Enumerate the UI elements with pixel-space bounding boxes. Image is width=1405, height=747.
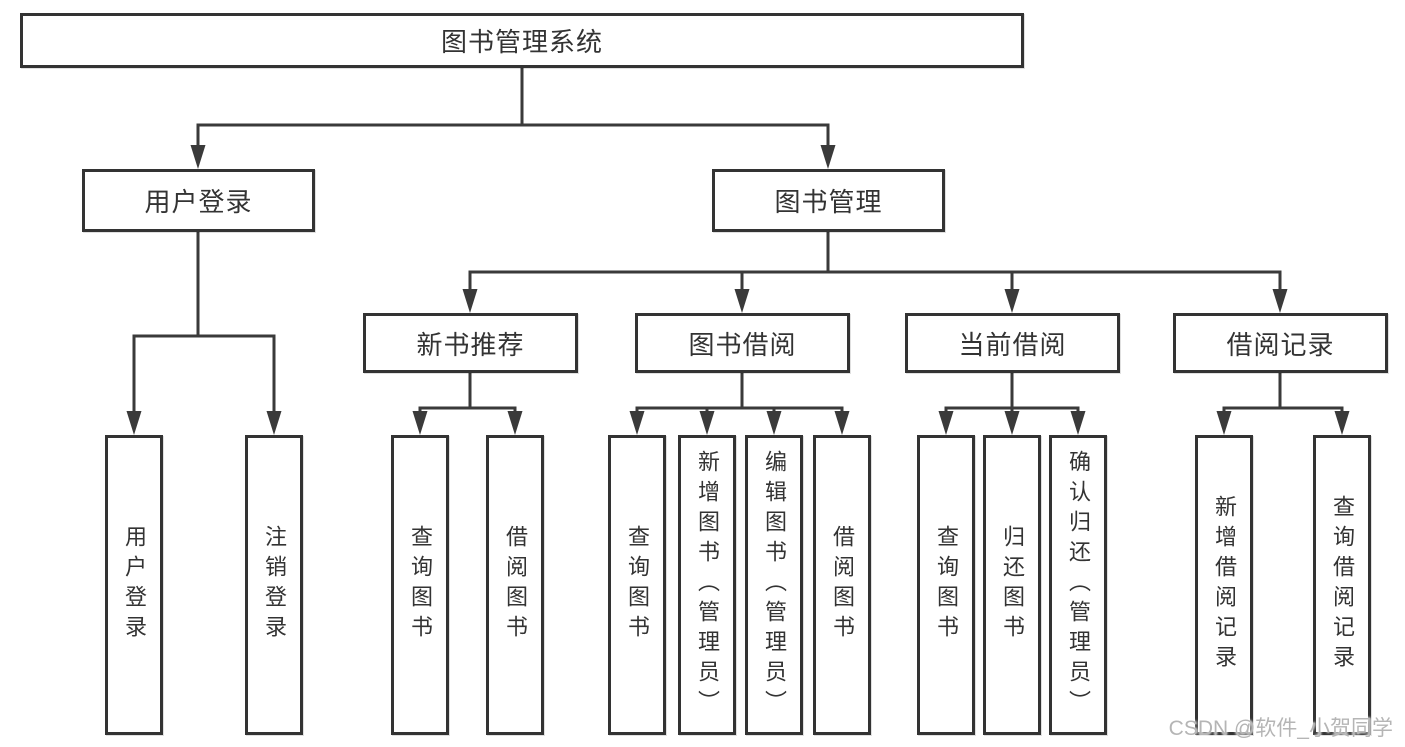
leaf-logout: 注销登录 <box>245 435 303 735</box>
node-current-borrow: 当前借阅 <box>905 313 1120 373</box>
leaf-current-query-books-label: 查询图书 <box>934 525 959 645</box>
leaf-newbook-query-books: 查询图书 <box>391 435 449 735</box>
leaf-newbook-borrow-books-label: 借阅图书 <box>503 525 528 645</box>
leaf-current-confirm-return-admin-label: 确认归还（管理员） <box>1066 450 1091 720</box>
leaf-borrow-borrow-books: 借阅图书 <box>813 435 871 735</box>
node-borrow-records: 借阅记录 <box>1173 313 1388 373</box>
leaf-newbook-borrow-books: 借阅图书 <box>486 435 544 735</box>
arrowheads <box>126 145 1350 435</box>
leaf-borrow-edit-books-admin-label: 编辑图书（管理员） <box>762 450 787 720</box>
leaf-records-add-record-label: 新增借阅记录 <box>1212 495 1237 675</box>
leaf-logout-label: 注销登录 <box>262 525 287 645</box>
node-borrow-records-label: 借阅记录 <box>1226 329 1335 360</box>
leaf-borrow-add-books-admin-label: 新增图书（管理员） <box>695 450 720 720</box>
leaf-borrow-query-books-label: 查询图书 <box>625 525 650 645</box>
node-root-label: 图书管理系统 <box>440 27 603 57</box>
leaf-current-confirm-return-admin: 确认归还（管理员） <box>1049 435 1107 735</box>
node-user-login-label: 用户登录 <box>144 187 253 217</box>
leaf-records-query-record-label: 查询借阅记录 <box>1330 495 1355 675</box>
leaf-user-login-label: 用户登录 <box>122 525 147 645</box>
leaf-current-return-books: 归还图书 <box>983 435 1041 735</box>
node-book-management-label: 图书管理 <box>774 187 883 217</box>
leaf-borrow-add-books-admin: 新增图书（管理员） <box>678 435 736 735</box>
node-book-management: 图书管理 <box>712 169 945 232</box>
node-new-book-recommend: 新书推荐 <box>363 313 578 373</box>
leaf-records-query-record: 查询借阅记录 <box>1313 435 1371 735</box>
leaf-newbook-query-books-label: 查询图书 <box>408 525 433 645</box>
csdn-watermark: CSDN @软件_小贺同学 <box>1168 717 1393 740</box>
node-new-book-recommend-label: 新书推荐 <box>416 329 525 360</box>
leaf-borrow-borrow-books-label: 借阅图书 <box>830 525 855 645</box>
node-book-borrow: 图书借阅 <box>635 313 850 373</box>
node-user-login: 用户登录 <box>82 169 315 232</box>
node-root: 图书管理系统 <box>20 13 1024 68</box>
leaf-borrow-query-books: 查询图书 <box>608 435 666 735</box>
leaf-user-login: 用户登录 <box>105 435 163 735</box>
leaf-borrow-edit-books-admin: 编辑图书（管理员） <box>745 435 803 735</box>
leaf-records-add-record: 新增借阅记录 <box>1195 435 1253 735</box>
node-book-borrow-label: 图书借阅 <box>688 329 797 360</box>
node-current-borrow-label: 当前借阅 <box>958 329 1067 360</box>
leaf-current-return-books-label: 归还图书 <box>1000 525 1025 645</box>
leaf-current-query-books: 查询图书 <box>917 435 975 735</box>
